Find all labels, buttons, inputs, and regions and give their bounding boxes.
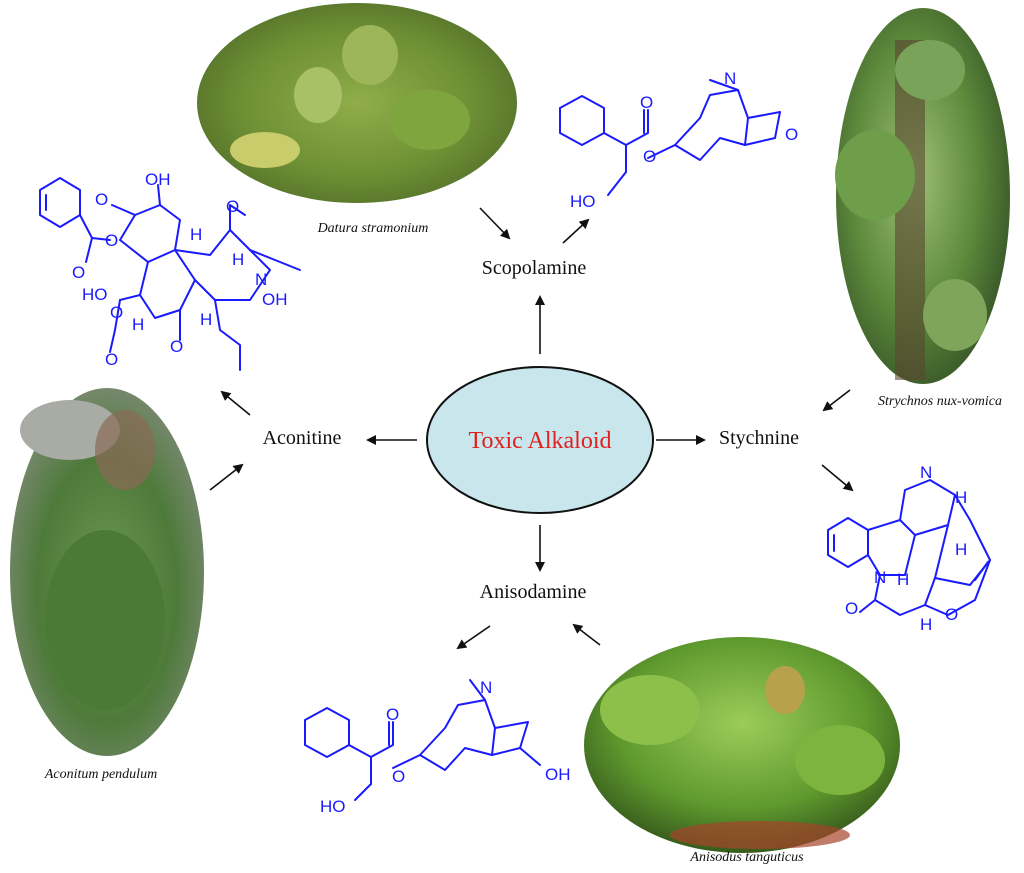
acon-atom-o-carbonyl: O — [72, 263, 85, 282]
arrow-datura-to-scopolamine — [479, 207, 511, 240]
acon-atom-n: N — [255, 270, 267, 289]
aniso-atom-o-ester: O — [392, 767, 405, 786]
center-ellipse — [426, 366, 654, 514]
anisodamine-structure: N O O HO OH — [304, 678, 571, 816]
aconitum-photo — [10, 388, 204, 756]
stry-atom-o-ether: O — [945, 605, 958, 624]
aconitine-structure: OH O O O HO O O H H N OH O H O H — [39, 170, 301, 371]
strychnos-photo — [835, 8, 1010, 384]
acon-atom-oh-top: OH — [145, 170, 171, 189]
arrow-aconitine-to-structure — [220, 390, 251, 416]
acon-atom-oh-right: OH — [262, 290, 288, 309]
arrow-strychnos-to-strychnine — [822, 389, 851, 412]
anisodus-label: Anisodus tanguticus — [689, 850, 804, 865]
stry-atom-n-amide: N — [874, 568, 886, 587]
acon-atom-o-acetyl: O — [110, 303, 123, 322]
scop-atom-ho: HO — [570, 192, 596, 211]
arrow-aconitum-to-aconitine — [209, 463, 244, 491]
aconitine-label: Aconitine — [263, 427, 342, 449]
arrow-strychnine-to-structure — [821, 464, 854, 492]
aniso-atom-o-carbonyl: O — [386, 705, 399, 724]
center-node: Toxic Alkaloid — [426, 366, 654, 514]
anisodus-photo — [584, 637, 900, 853]
strychnine-structure: N N O O H H H H — [827, 463, 991, 634]
stry-atom-h-4: H — [920, 615, 932, 634]
aniso-atom-oh: OH — [545, 765, 571, 784]
acon-atom-o-methoxy-1: O — [95, 190, 108, 209]
acon-atom-o-ester: O — [105, 231, 118, 250]
arrow-anisodus-to-anisodamine — [572, 623, 601, 646]
acon-atom-h-2: H — [232, 250, 244, 269]
scop-atom-o-carbonyl: O — [640, 93, 653, 112]
scop-atom-o-ester: O — [643, 147, 656, 166]
acon-atom-o-methoxy-2: O — [226, 197, 239, 216]
arrow-anisodamine-to-structure — [456, 625, 491, 650]
acon-atom-h-4: H — [200, 310, 212, 329]
scopolamine-label: Scopolamine — [482, 257, 587, 279]
stry-atom-h-3: H — [897, 570, 909, 589]
scop-atom-o-epoxide: O — [785, 125, 798, 144]
acon-atom-h-1: H — [190, 225, 202, 244]
aniso-atom-ho: HO — [320, 797, 346, 816]
arrow-scopolamine-to-structure — [562, 218, 590, 244]
scop-atom-n: N — [724, 69, 736, 88]
scopolamine-structure: N O O HO O — [559, 69, 798, 211]
strychnos-label: Strychnos nux-vomica — [878, 394, 1002, 409]
stry-atom-h-1: H — [955, 488, 967, 507]
datura-photo — [197, 3, 517, 203]
stry-atom-h-2: H — [955, 540, 967, 559]
aniso-atom-n: N — [480, 678, 492, 697]
acon-atom-ho: HO — [82, 285, 108, 304]
aconitum-label: Aconitum pendulum — [44, 767, 157, 782]
stry-atom-o-carbonyl: O — [845, 599, 858, 618]
anisodamine-label: Anisodamine — [480, 581, 587, 603]
acon-atom-h-3: H — [132, 315, 144, 334]
acon-atom-o-acetyl-carbonyl: O — [105, 350, 118, 369]
acon-atom-o-methoxy-3: O — [170, 337, 183, 356]
datura-label: Datura stramonium — [317, 221, 429, 236]
strychnine-label: Stychnine — [719, 427, 799, 449]
center-label: Toxic Alkaloid — [469, 428, 612, 454]
stry-atom-n-top: N — [920, 463, 932, 482]
